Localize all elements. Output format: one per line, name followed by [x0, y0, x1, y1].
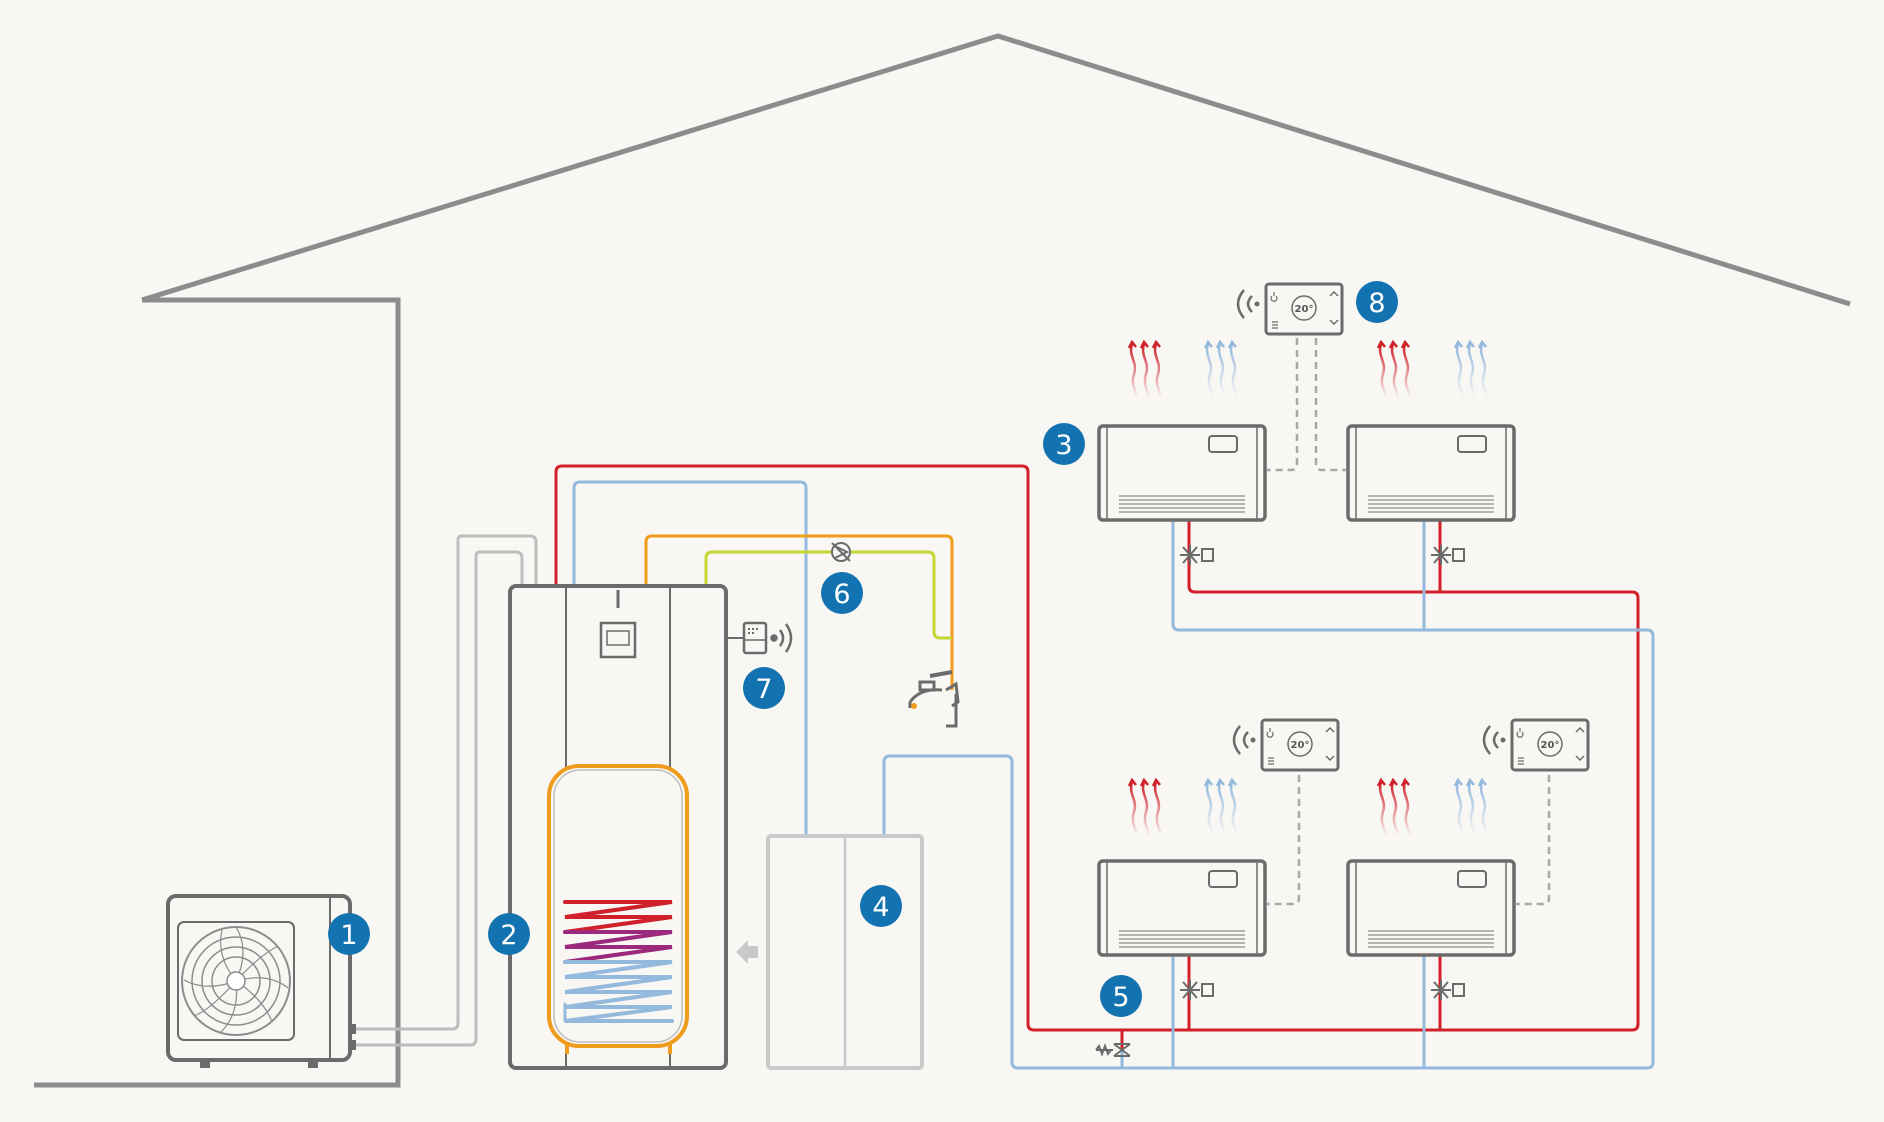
svg-text:3: 3	[1055, 430, 1072, 461]
airflow-arrow-icon	[736, 940, 758, 964]
control-lines	[1267, 338, 1551, 906]
fan-coil-unit	[1346, 424, 1516, 522]
svg-text:5: 5	[1112, 982, 1129, 1013]
svg-text:20°: 20°	[1291, 740, 1310, 751]
thermostat-icon	[1236, 282, 1344, 336]
badge-indoor-unit-tank: 2	[488, 913, 530, 955]
fan-coil-unit	[1097, 424, 1267, 522]
faucet-icon	[908, 670, 960, 728]
badge-recirculation-pump: 6	[821, 572, 863, 614]
room-thermostats: 20° 20° 20°	[1232, 282, 1590, 772]
wireless-signal-icon	[770, 623, 793, 653]
heat-waves-icon	[1376, 778, 1411, 838]
badge-buffer-tank: 4	[860, 885, 902, 927]
badge-fan-coil-unit: 3	[1043, 423, 1085, 465]
heat-waves-icon	[1376, 340, 1411, 400]
svg-text:1: 1	[340, 920, 357, 951]
house-outline	[34, 33, 1851, 1088]
heat-waves-icon	[1127, 340, 1162, 400]
hot-water-tank	[547, 764, 689, 1054]
thermostat-icon	[1232, 718, 1340, 772]
badge-outdoor-unit: 1	[328, 913, 370, 955]
room-thermostat: 20°	[1482, 718, 1590, 772]
buffer-tank	[736, 834, 924, 1070]
cool-waves-icon	[1453, 778, 1488, 838]
svg-text:2: 2	[500, 920, 517, 951]
hot-water-pipe	[644, 534, 954, 768]
cool-waves-icon	[1203, 778, 1238, 838]
svg-text:20°: 20°	[1295, 304, 1314, 315]
water-drop-icon	[911, 703, 917, 709]
refrigerant-lines	[352, 534, 538, 1047]
thermostat-icon	[1482, 718, 1590, 772]
cool-waves-icon	[1453, 340, 1488, 400]
cool-waves-icon	[1203, 340, 1238, 400]
badge-room-thermostat: 8	[1356, 281, 1398, 323]
svg-text:20°: 20°	[1541, 740, 1560, 751]
svg-text:7: 7	[755, 674, 772, 705]
zone-valve-icon	[1179, 979, 1214, 1001]
outdoor-unit	[166, 894, 356, 1068]
fan-coil-units	[1097, 424, 1516, 957]
svg-text:8: 8	[1368, 288, 1385, 319]
number-badges: 1 2 3 4 5 6 7 8	[328, 281, 1398, 1017]
badge-wireless-receiver: 7	[743, 667, 785, 709]
heat-waves-icon	[1127, 778, 1162, 838]
pump-icon	[831, 542, 851, 562]
svg-text:4: 4	[872, 892, 889, 923]
fan-coil-unit	[1097, 859, 1267, 957]
indoor-unit-tank	[508, 584, 728, 1070]
fan-coil-unit	[1346, 859, 1516, 957]
zone-valve-icon	[1430, 544, 1465, 566]
zone-valve-icon	[1179, 544, 1214, 566]
room-thermostat: 20°	[1236, 282, 1344, 336]
return-pipes	[572, 480, 1655, 1070]
badge-bypass-valve: 5	[1100, 975, 1142, 1017]
bypass-valve-icon	[1095, 1043, 1131, 1057]
room-thermostat: 20°	[1232, 718, 1340, 772]
fan-icon	[181, 926, 291, 1036]
heating-coil	[563, 900, 674, 1023]
wireless-receiver	[726, 621, 793, 655]
svg-text:6: 6	[833, 579, 850, 610]
zone-valve-icon	[1430, 979, 1465, 1001]
control-panel	[599, 621, 637, 659]
